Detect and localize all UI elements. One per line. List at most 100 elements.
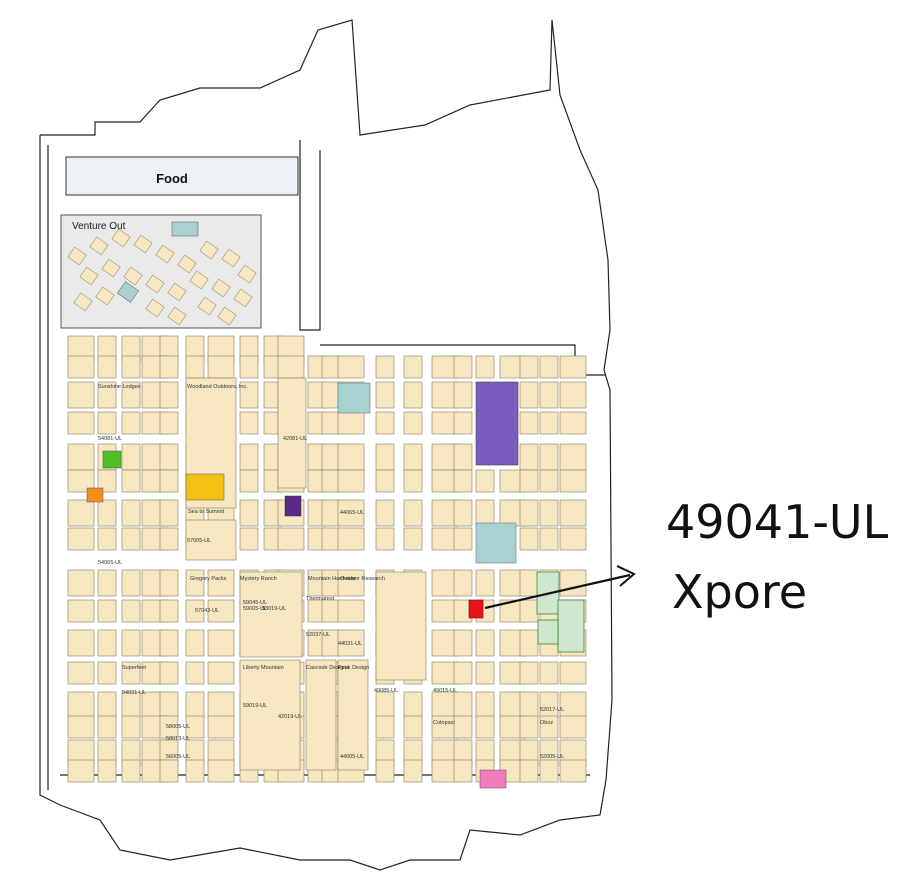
booth[interactable] bbox=[207, 355, 235, 379]
booth[interactable] bbox=[337, 355, 365, 379]
booth[interactable] bbox=[321, 569, 341, 597]
booth[interactable] bbox=[475, 469, 495, 493]
booth[interactable] bbox=[121, 759, 141, 783]
booth[interactable] bbox=[403, 411, 423, 435]
booth[interactable] bbox=[539, 499, 559, 527]
booth[interactable] bbox=[453, 469, 473, 493]
booth[interactable] bbox=[375, 691, 395, 719]
booth[interactable] bbox=[239, 527, 259, 551]
booth[interactable] bbox=[519, 355, 539, 379]
booth[interactable] bbox=[375, 499, 395, 527]
booth[interactable] bbox=[97, 715, 117, 739]
booth[interactable] bbox=[67, 381, 95, 409]
booth[interactable] bbox=[239, 411, 259, 435]
booth[interactable] bbox=[475, 355, 495, 379]
teal-booth-lower[interactable] bbox=[475, 522, 517, 564]
booth[interactable] bbox=[321, 381, 341, 409]
booth[interactable] bbox=[159, 661, 179, 685]
booth[interactable] bbox=[375, 469, 395, 493]
booth[interactable] bbox=[97, 569, 117, 597]
venture-booth[interactable] bbox=[211, 278, 231, 298]
venture-booth[interactable] bbox=[189, 270, 209, 290]
booth[interactable] bbox=[67, 599, 95, 623]
booth[interactable] bbox=[277, 355, 305, 379]
booth[interactable] bbox=[97, 499, 117, 527]
booth[interactable] bbox=[321, 499, 341, 527]
venture-booth[interactable] bbox=[221, 248, 241, 268]
booth[interactable] bbox=[475, 569, 495, 597]
booth[interactable] bbox=[519, 411, 539, 435]
booth[interactable] bbox=[403, 759, 423, 783]
booth[interactable] bbox=[159, 569, 179, 597]
booth[interactable] bbox=[519, 443, 539, 471]
booth[interactable] bbox=[539, 527, 559, 551]
booth[interactable] bbox=[239, 381, 259, 409]
booth[interactable] bbox=[375, 355, 395, 379]
booth[interactable] bbox=[539, 469, 559, 493]
booth[interactable] bbox=[337, 599, 365, 623]
booth[interactable] bbox=[159, 411, 179, 435]
venture-booth[interactable] bbox=[79, 266, 99, 286]
venture-booth[interactable] bbox=[237, 264, 257, 284]
booth[interactable] bbox=[475, 715, 495, 739]
booth[interactable] bbox=[97, 629, 117, 657]
booth[interactable] bbox=[321, 469, 341, 493]
booth[interactable] bbox=[207, 569, 235, 597]
large-booth[interactable] bbox=[337, 659, 369, 771]
venture-booth[interactable] bbox=[67, 246, 87, 266]
booth[interactable] bbox=[539, 443, 559, 471]
booth[interactable] bbox=[431, 499, 459, 527]
booth[interactable] bbox=[475, 499, 495, 527]
gold-booth[interactable] bbox=[185, 473, 225, 501]
booth[interactable] bbox=[185, 599, 205, 623]
green-booth[interactable] bbox=[102, 450, 122, 469]
booth[interactable] bbox=[67, 355, 95, 379]
booth[interactable] bbox=[239, 469, 259, 493]
booth[interactable] bbox=[67, 443, 95, 471]
booth[interactable] bbox=[431, 691, 459, 719]
booth[interactable] bbox=[403, 469, 423, 493]
booth[interactable] bbox=[375, 381, 395, 409]
booth[interactable] bbox=[159, 469, 179, 493]
booth[interactable] bbox=[403, 443, 423, 471]
booth[interactable] bbox=[453, 661, 473, 685]
booth[interactable] bbox=[121, 469, 141, 493]
booth[interactable] bbox=[67, 569, 95, 597]
booth[interactable] bbox=[337, 443, 365, 471]
booth[interactable] bbox=[559, 527, 587, 551]
venture-booth[interactable] bbox=[197, 296, 217, 316]
booth[interactable] bbox=[519, 715, 539, 739]
booth[interactable] bbox=[559, 691, 587, 719]
booth[interactable] bbox=[97, 527, 117, 551]
venture-booth[interactable] bbox=[155, 244, 175, 264]
booth[interactable] bbox=[519, 629, 539, 657]
booth[interactable] bbox=[67, 469, 95, 493]
booth[interactable] bbox=[277, 527, 305, 551]
booth[interactable] bbox=[519, 499, 539, 527]
booth[interactable] bbox=[67, 411, 95, 435]
booth[interactable] bbox=[239, 443, 259, 471]
venture-booth[interactable] bbox=[199, 240, 219, 260]
booth[interactable] bbox=[321, 599, 341, 623]
booth[interactable] bbox=[97, 355, 117, 379]
booth[interactable] bbox=[159, 499, 179, 527]
booth[interactable] bbox=[207, 629, 235, 657]
large-booth[interactable] bbox=[277, 377, 307, 489]
booth[interactable] bbox=[159, 527, 179, 551]
booth[interactable] bbox=[159, 691, 179, 719]
booth[interactable] bbox=[207, 715, 235, 739]
venture-booth[interactable] bbox=[95, 286, 115, 306]
booth[interactable] bbox=[121, 569, 141, 597]
booth[interactable] bbox=[159, 629, 179, 657]
booth[interactable] bbox=[539, 411, 559, 435]
booth[interactable] bbox=[121, 443, 141, 471]
booth[interactable] bbox=[539, 759, 559, 783]
booth[interactable] bbox=[185, 759, 205, 783]
booth[interactable] bbox=[539, 715, 559, 739]
large-booth[interactable] bbox=[375, 571, 427, 681]
booth[interactable] bbox=[431, 629, 459, 657]
booth[interactable] bbox=[453, 691, 473, 719]
booth[interactable] bbox=[337, 469, 365, 493]
booth[interactable] bbox=[97, 759, 117, 783]
booth[interactable] bbox=[539, 381, 559, 409]
